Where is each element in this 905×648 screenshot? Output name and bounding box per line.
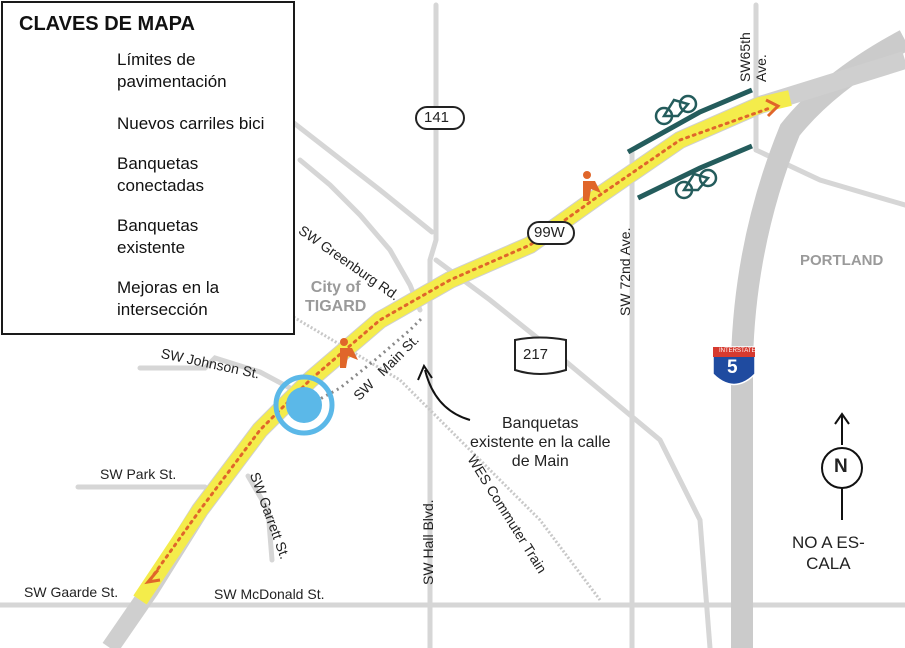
road-217 — [433, 257, 713, 648]
legend-label-bike: Nuevos carriles bici — [117, 114, 265, 133]
legend-label-new-sidewalk: Banquetas conectadas — [117, 154, 204, 195]
label-park-st: SW Park St. — [100, 466, 177, 482]
interstate-number-label: 5 — [727, 357, 738, 378]
road-garrett — [245, 473, 275, 563]
label-65th-ave: SW65th Ave. — [737, 32, 769, 82]
shield-217-label: 217 — [523, 346, 549, 363]
road-johnson — [137, 355, 293, 391]
wes-rail-line — [289, 313, 602, 601]
intersection-fill — [286, 387, 322, 423]
shield-99w-outline — [527, 221, 575, 245]
shield-217-outline — [514, 336, 567, 375]
shield-141-label: 141 — [424, 109, 450, 126]
shield-141-outline — [415, 106, 465, 130]
label-city-of-tigard: City of TIGARD — [305, 279, 367, 315]
shield-99w-label: 99W — [534, 224, 565, 241]
bike-lane-north — [626, 87, 753, 155]
legend-panel: CLAVES DE MAPA Límites de pavimentación … — [1, 1, 295, 335]
interstate-banner-label: INTERSTATE — [719, 348, 756, 354]
legend-label-paving: Límites de pavimentación — [117, 50, 227, 91]
label-72nd-ave: SW 72nd Ave. — [617, 227, 633, 316]
pedestrian-icon — [340, 171, 601, 368]
road-greenburg — [287, 117, 435, 235]
legend-title: CLAVES DE MAPA — [19, 13, 195, 35]
callout-arrow — [424, 369, 471, 421]
interstate-shield-banner — [713, 347, 755, 357]
scale-note: NO A ES- CALA — [792, 533, 865, 573]
bike-lane-south — [636, 143, 753, 201]
label-gaarde-st: SW Gaarde St. — [24, 584, 119, 600]
intersection-improvement-icon — [273, 374, 335, 436]
callout-existing-sidewalk-main: Banquetas existente en la calle de Main — [470, 415, 611, 470]
north-letter: N — [834, 456, 848, 477]
road-greenburg-2 — [297, 157, 423, 313]
sidewalk-arrow-head-ne — [765, 98, 781, 118]
label-hall-blvd: SW Hall Blvd. — [420, 499, 436, 585]
label-portland: PORTLAND — [800, 252, 884, 269]
existing-sidewalk-main — [299, 316, 424, 412]
legend-label-existing-sidewalk: Banquetas existente — [117, 216, 199, 257]
sidewalk-arrow-head-sw — [144, 569, 161, 585]
bicycle-icon — [654, 94, 718, 200]
callout-arrow-head — [417, 363, 433, 381]
label-mcdonald-st: SW McDonald St. — [214, 586, 325, 602]
new-sidewalk-dotted-line — [148, 106, 772, 582]
legend-label-intersection: Mejoras en la intersección — [117, 278, 220, 319]
north-arrow-icon — [834, 412, 850, 445]
